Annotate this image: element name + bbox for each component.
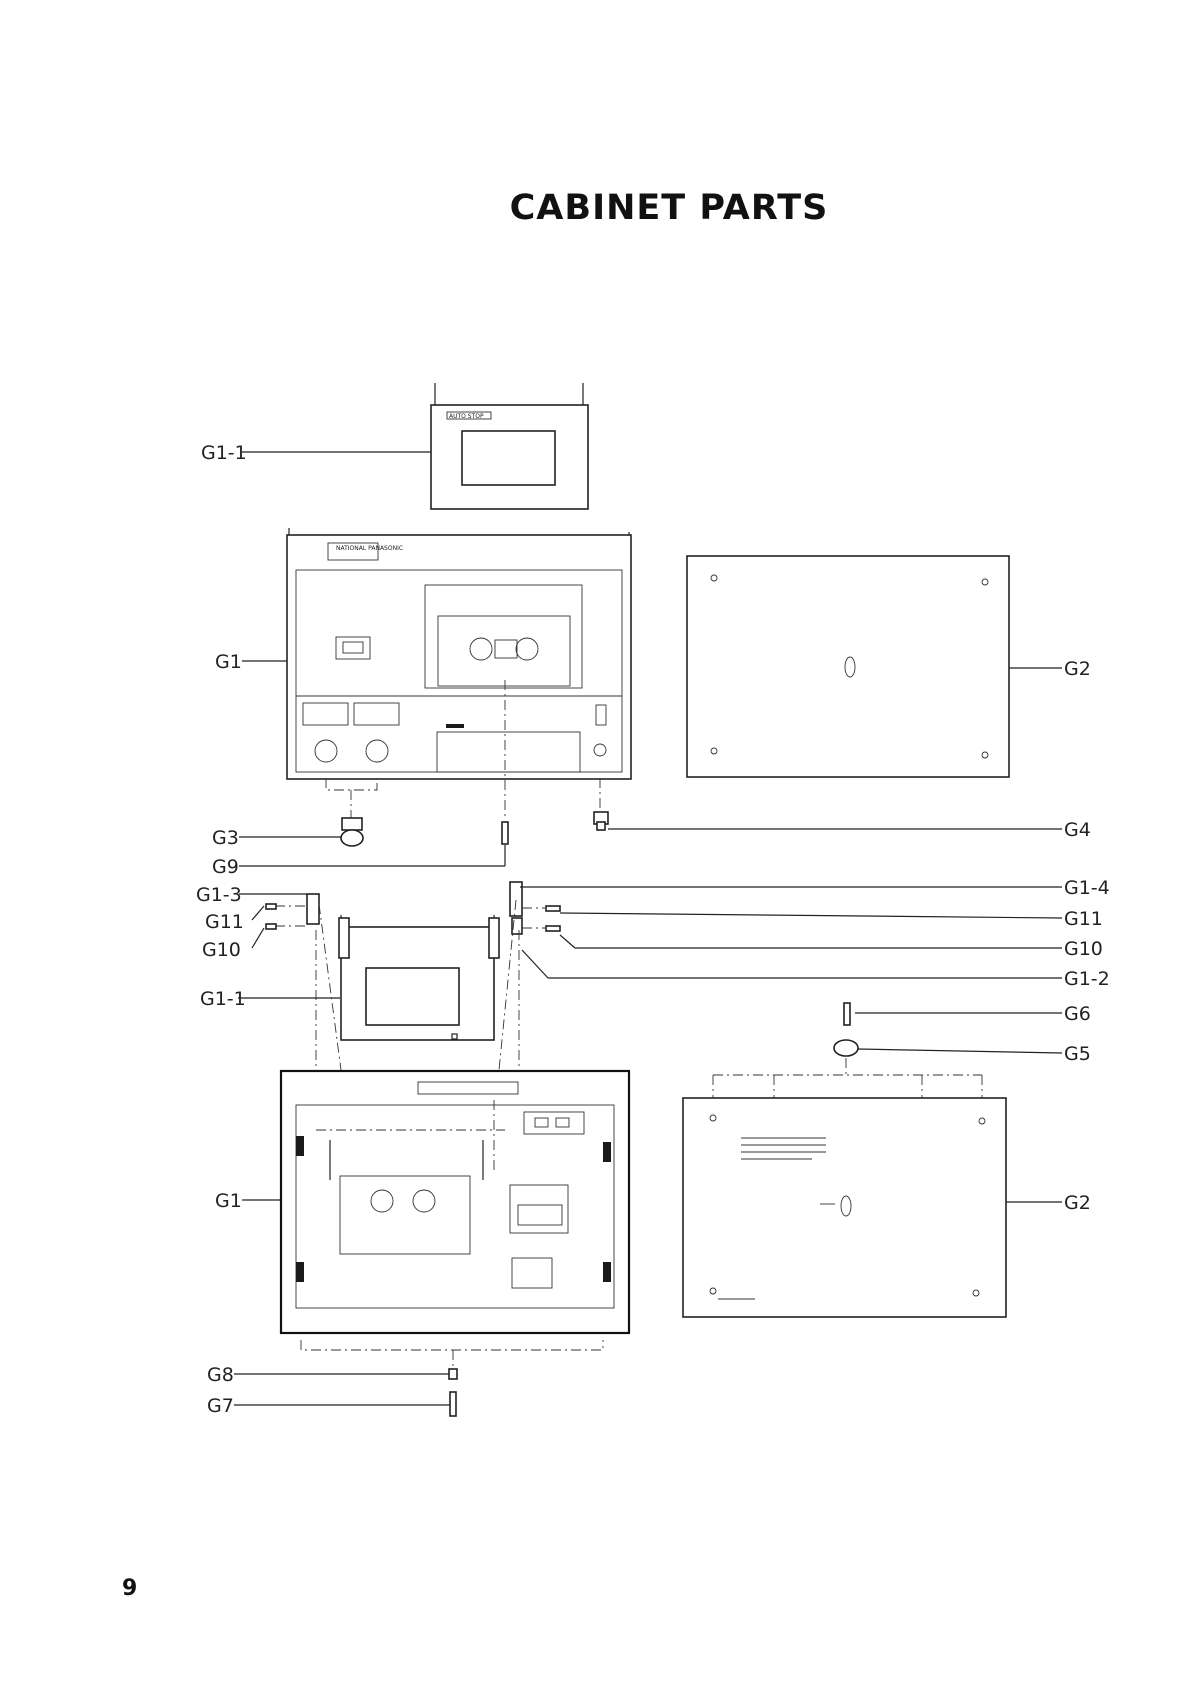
label-g1-1-mid: G1-1 <box>200 988 246 1010</box>
page-number: 9 <box>122 1576 137 1601</box>
label-g11-left: G11 <box>205 911 244 933</box>
label-g3: G3 <box>212 827 239 849</box>
cabinet-body <box>281 1071 629 1372</box>
screw-part-g7 <box>450 1392 456 1416</box>
knob-part-g3 <box>326 778 377 846</box>
label-g4: G4 <box>1064 819 1091 841</box>
label-g2-bottom: G2 <box>1064 1192 1091 1214</box>
label-g6: G6 <box>1064 1003 1091 1025</box>
cassette-lid-top: AUTO STOP <box>431 383 588 509</box>
label-g1-bottom: G1 <box>215 1190 242 1212</box>
label-g1-front: G1 <box>215 651 242 673</box>
label-g10-left: G10 <box>202 939 241 961</box>
bottom-plate-top <box>687 556 1009 777</box>
auto-stop-text: AUTO STOP <box>449 413 484 420</box>
label-g11-right: G11 <box>1064 908 1103 930</box>
knob-part-g4 <box>594 778 608 830</box>
nut-part-g8 <box>449 1369 457 1379</box>
label-g1-4: G1-4 <box>1064 877 1110 899</box>
label-g9: G9 <box>212 856 239 878</box>
label-g10-right: G10 <box>1064 938 1103 960</box>
label-g1-2: G1-2 <box>1064 968 1110 990</box>
screw-part-g6 <box>844 1003 850 1025</box>
label-g1-1-top: G1-1 <box>201 442 247 464</box>
brand-text: NATIONAL PANASONIC <box>336 545 403 552</box>
label-g7: G7 <box>207 1395 234 1417</box>
bottom-plate-lower <box>683 1098 1006 1317</box>
label-g5: G5 <box>1064 1043 1091 1065</box>
label-g2-top: G2 <box>1064 658 1091 680</box>
label-g8: G8 <box>207 1364 234 1386</box>
label-g1-3: G1-3 <box>196 884 242 906</box>
front-deck: NATIONAL PANASONIC <box>287 528 631 779</box>
